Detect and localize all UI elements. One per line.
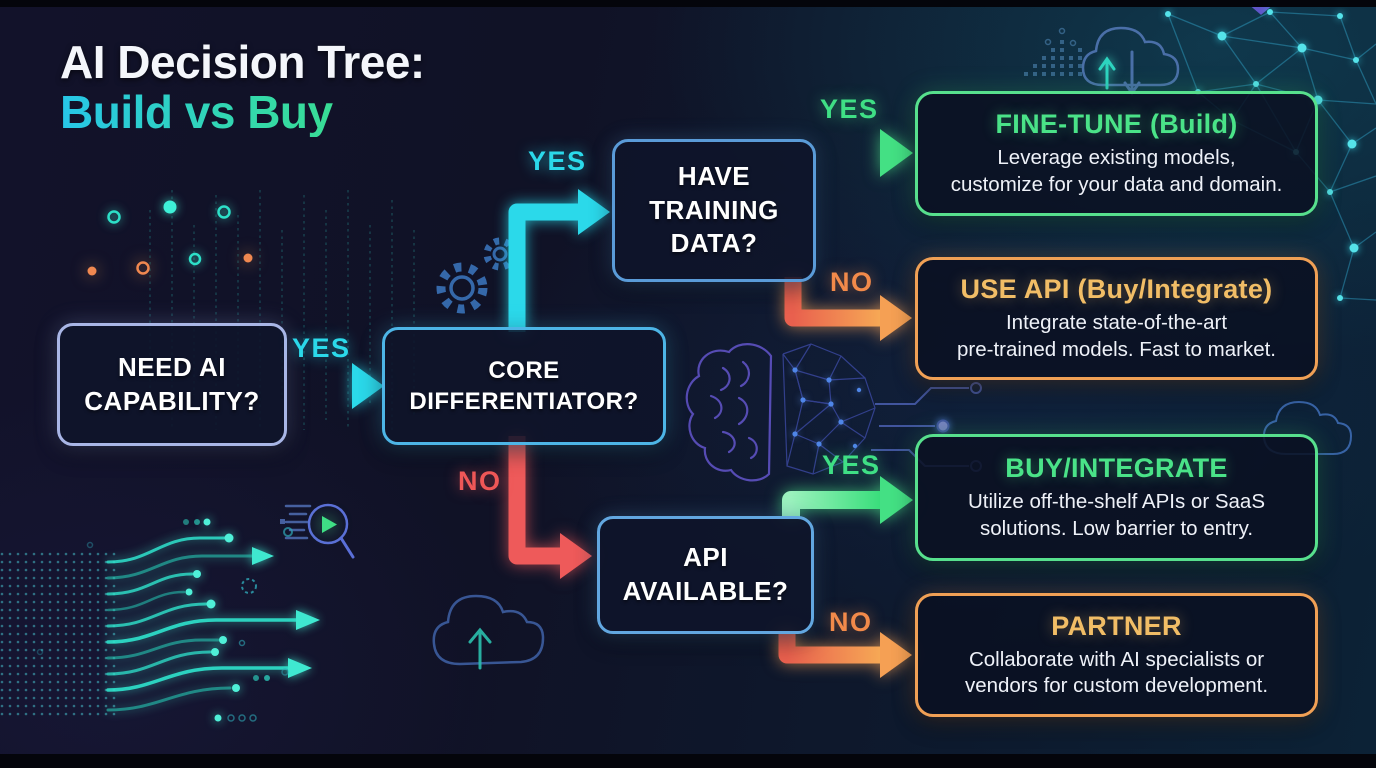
edge-label-training-yes: YES xyxy=(820,94,879,124)
cloud-upload-icon xyxy=(432,594,545,670)
brain-circuit-icon xyxy=(685,343,982,482)
dot-grid xyxy=(0,548,118,716)
decision-api-available: API AVAILABLE? xyxy=(597,516,814,634)
matrix-rain xyxy=(149,190,415,430)
outcome-use-api: USE API (Buy/Integrate) Integrate state-… xyxy=(915,257,1318,380)
edge-core-no-arrow xyxy=(508,436,592,579)
title-line-2: Build vs Buy xyxy=(60,87,425,138)
signal-bars-icon xyxy=(87,200,253,403)
decision-label: API AVAILABLE? xyxy=(622,542,789,606)
page-title: AI Decision Tree: Build vs Buy xyxy=(60,36,425,138)
edge-core-yes-arrow xyxy=(508,203,578,332)
outcome-title: FINE-TUNE (Build) xyxy=(995,109,1238,140)
letterbox-top xyxy=(0,0,1376,7)
outcome-title: USE API (Buy/Integrate) xyxy=(960,274,1273,305)
outcome-description: Integrate state-of-the-art pre-trained m… xyxy=(956,311,1276,361)
outcome-title: PARTNER xyxy=(1051,610,1182,641)
decision-label: NEED AI CAPABILITY? xyxy=(84,351,260,416)
decision-label: CORE DIFFERENTIATOR? xyxy=(409,356,639,415)
edge-api-no-arrow xyxy=(778,631,880,664)
outcome-description: Utilize off-the-shelf APIs or SaaS solut… xyxy=(967,490,1265,540)
gears-icon xyxy=(436,237,517,314)
edge-training-yes-arrow xyxy=(782,129,913,524)
decision-label: HAVE TRAINING DATA? xyxy=(649,160,779,259)
decision-have-training-data: HAVE TRAINING DATA? xyxy=(612,139,816,282)
letterbox-bottom xyxy=(0,754,1376,768)
magnifier-play-icon xyxy=(280,503,355,559)
edge-training-no-arrow xyxy=(778,277,912,678)
equalizer-dots xyxy=(1024,27,1082,76)
outcome-buy-integrate: BUY/INTEGRATE Utilize off-the-shelf APIs… xyxy=(915,434,1318,561)
outcome-description: Leverage existing models, customize for … xyxy=(950,146,1283,196)
edge-api-yes-arrow xyxy=(782,491,880,519)
edge-label-core-yes: YES xyxy=(528,146,587,176)
outcome-fine-tune: FINE-TUNE (Build) Leverage existing mode… xyxy=(915,91,1318,216)
edge-label-api-yes: YES xyxy=(822,450,881,480)
scatter-dots xyxy=(36,518,293,722)
cloud-sync-icon xyxy=(1081,26,1180,96)
edge-label-api-no: NO xyxy=(829,607,873,637)
edge-need-ai-yes-arrow xyxy=(281,189,610,409)
edge-label-training-no: NO xyxy=(830,267,874,297)
cloud-icon xyxy=(1262,400,1353,455)
decision-core-differentiator: CORE DIFFERENTIATOR? xyxy=(382,327,666,445)
network-mesh-icon xyxy=(1165,9,1376,301)
outcome-partner: PARTNER Collaborate with AI specialists … xyxy=(915,593,1318,717)
decision-need-ai-capability: NEED AI CAPABILITY? xyxy=(57,323,287,446)
title-line-1: AI Decision Tree: xyxy=(60,36,425,88)
circuit-flow-icon xyxy=(106,533,320,712)
edge-label-need-ai-yes: YES xyxy=(292,333,351,363)
edge-label-core-no: NO xyxy=(458,466,502,496)
outcome-title: BUY/INTEGRATE xyxy=(1005,453,1228,484)
outcome-description: Collaborate with AI specialists or vendo… xyxy=(964,647,1269,697)
